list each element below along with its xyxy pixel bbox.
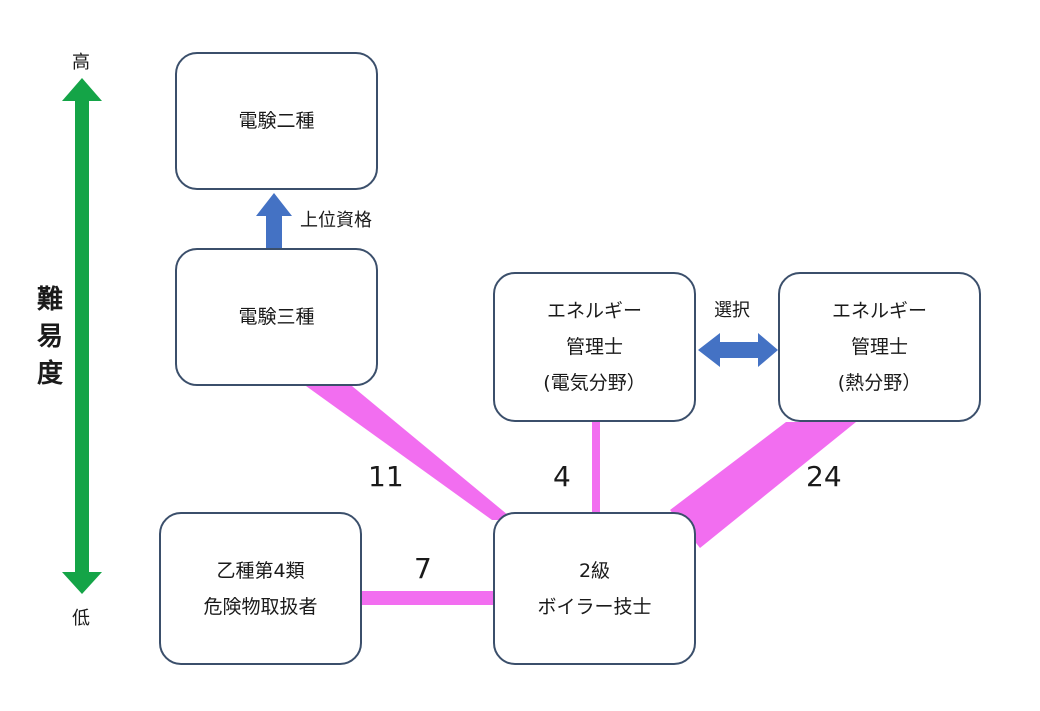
node-label: ボイラー技士 [537, 595, 652, 618]
node-energy-heat: エネルギー 管理士 (熱分野） [778, 272, 981, 422]
node-otsu4: 乙種第4類 危険物取扱者 [159, 512, 362, 665]
link-energy-heat-boiler2 [670, 422, 856, 548]
link-value-denken3: 11 [368, 460, 404, 493]
upper-qualification-arrow [256, 193, 292, 248]
node-denken3: 電験三種 [175, 248, 378, 386]
link-value-otsu4: 7 [414, 552, 432, 585]
node-energy-elec: エネルギー 管理士 (電気分野） [493, 272, 696, 422]
link-value-energy-heat: 24 [806, 460, 842, 493]
difficulty-low-label: 低 [72, 608, 90, 629]
difficulty-arrow [62, 78, 102, 594]
difficulty-char: 難 [36, 285, 63, 315]
link-otsu4-boiler2 [360, 591, 498, 605]
link-denken3-boiler2 [306, 386, 514, 520]
node-label: 電験三種 [238, 306, 315, 328]
node-label: (電気分野） [543, 372, 646, 394]
difficulty-high-label: 高 [72, 52, 90, 73]
node-label: 2級 [578, 559, 611, 582]
node-label: 管理士 [850, 336, 908, 358]
node-label: 乙種第4類 [216, 559, 305, 582]
node-label: エネルギー [546, 300, 642, 322]
node-label: エネルギー [831, 300, 927, 322]
choice-arrow [698, 333, 778, 367]
difficulty-char: 度 [36, 359, 63, 389]
node-label: (熱分野） [837, 372, 922, 394]
link-value-energy-elec: 4 [553, 460, 571, 493]
difficulty-label: 難 易 度 [30, 282, 70, 393]
upper-qualification-label: 上位資格 [300, 210, 372, 231]
node-label: 電験二種 [238, 110, 315, 132]
node-denken2: 電験二種 [175, 52, 378, 190]
node-label: 危険物取扱者 [203, 595, 318, 618]
link-energy-elec-boiler2 [592, 422, 600, 514]
node-label: 管理士 [565, 336, 623, 358]
choice-label: 選択 [714, 300, 750, 321]
node-boiler2: 2級 ボイラー技士 [493, 512, 696, 665]
difficulty-char: 易 [36, 322, 63, 352]
